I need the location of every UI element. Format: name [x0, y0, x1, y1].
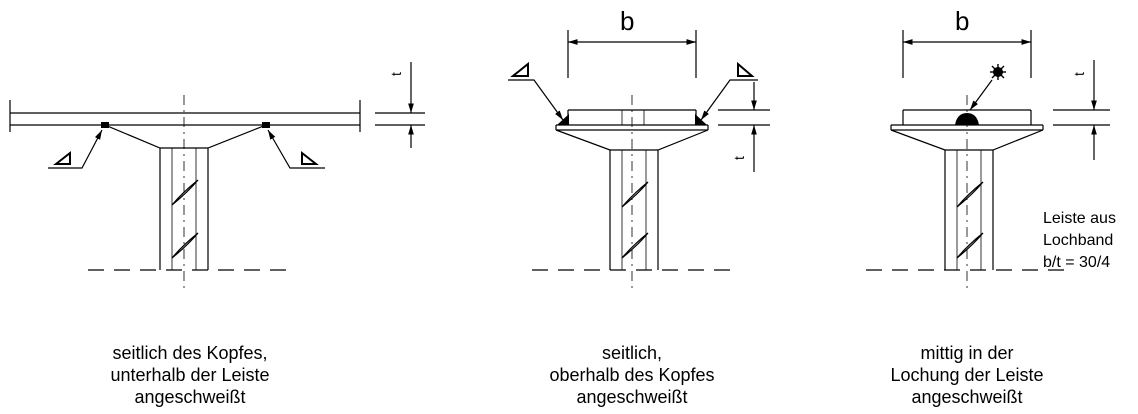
fillet-weld-symbol	[301, 150, 319, 165]
detail-2: b t	[508, 6, 770, 290]
weld-leader	[700, 79, 758, 121]
caption-line: Lochung der Leiste	[890, 365, 1044, 385]
screw-head	[104, 124, 267, 149]
dimension-label-b: b	[620, 6, 634, 36]
fillet-weld-symbol	[737, 61, 755, 77]
plug-weld-symbol	[990, 64, 1006, 80]
detail-1: t	[9, 62, 425, 290]
caption-line: angeschweißt	[134, 387, 246, 407]
dimension-label-t: t	[388, 72, 404, 76]
caption-line: angeschweißt	[911, 387, 1023, 407]
dimension-b	[902, 30, 1032, 78]
screw-shank	[944, 150, 994, 270]
caption-detail-3: mittig in der Lochung der Leiste angesch…	[837, 342, 1097, 408]
fillet-weld-symbol	[53, 150, 71, 165]
weld-mark	[262, 122, 270, 128]
dimension-b	[567, 30, 697, 78]
dimension-label-b: b	[955, 6, 969, 36]
weld-leader	[267, 129, 325, 169]
dimension-t	[1053, 60, 1110, 160]
screw-shank	[159, 148, 209, 270]
weld-leader	[508, 79, 564, 121]
dimension-label-t: t	[1071, 72, 1087, 76]
caption-detail-2: seitlich, oberhalb des Kopfes angeschwei…	[502, 342, 762, 408]
weld-leader	[48, 129, 103, 169]
dimension-label-t: t	[731, 156, 747, 160]
caption-line: angeschweißt	[576, 387, 688, 407]
caption-line: oberhalb des Kopfes	[549, 365, 715, 385]
caption-line: seitlich,	[601, 343, 663, 363]
note-line: Lochband	[1043, 232, 1114, 249]
dimension-t	[718, 82, 770, 172]
note-line: b/t = 30/4	[1043, 254, 1111, 271]
caption-detail-1: seitlich des Kopfes, unterhalb der Leist…	[60, 342, 320, 408]
note-line: Leiste aus	[1043, 210, 1116, 227]
caption-line: seitlich des Kopfes,	[112, 343, 268, 363]
caption-line: mittig in der	[920, 343, 1014, 363]
batten-strip	[9, 100, 361, 132]
screw-shank	[609, 150, 659, 270]
dimension-t	[375, 62, 425, 148]
caption-line: unterhalb der Leiste	[110, 365, 270, 385]
batten-note: Leiste aus Lochband b/t = 30/4	[1043, 208, 1116, 274]
weld-mark	[101, 122, 109, 128]
fillet-weld-symbol	[510, 61, 529, 77]
weld-leader	[969, 79, 993, 111]
detail-3: b t	[866, 6, 1110, 290]
